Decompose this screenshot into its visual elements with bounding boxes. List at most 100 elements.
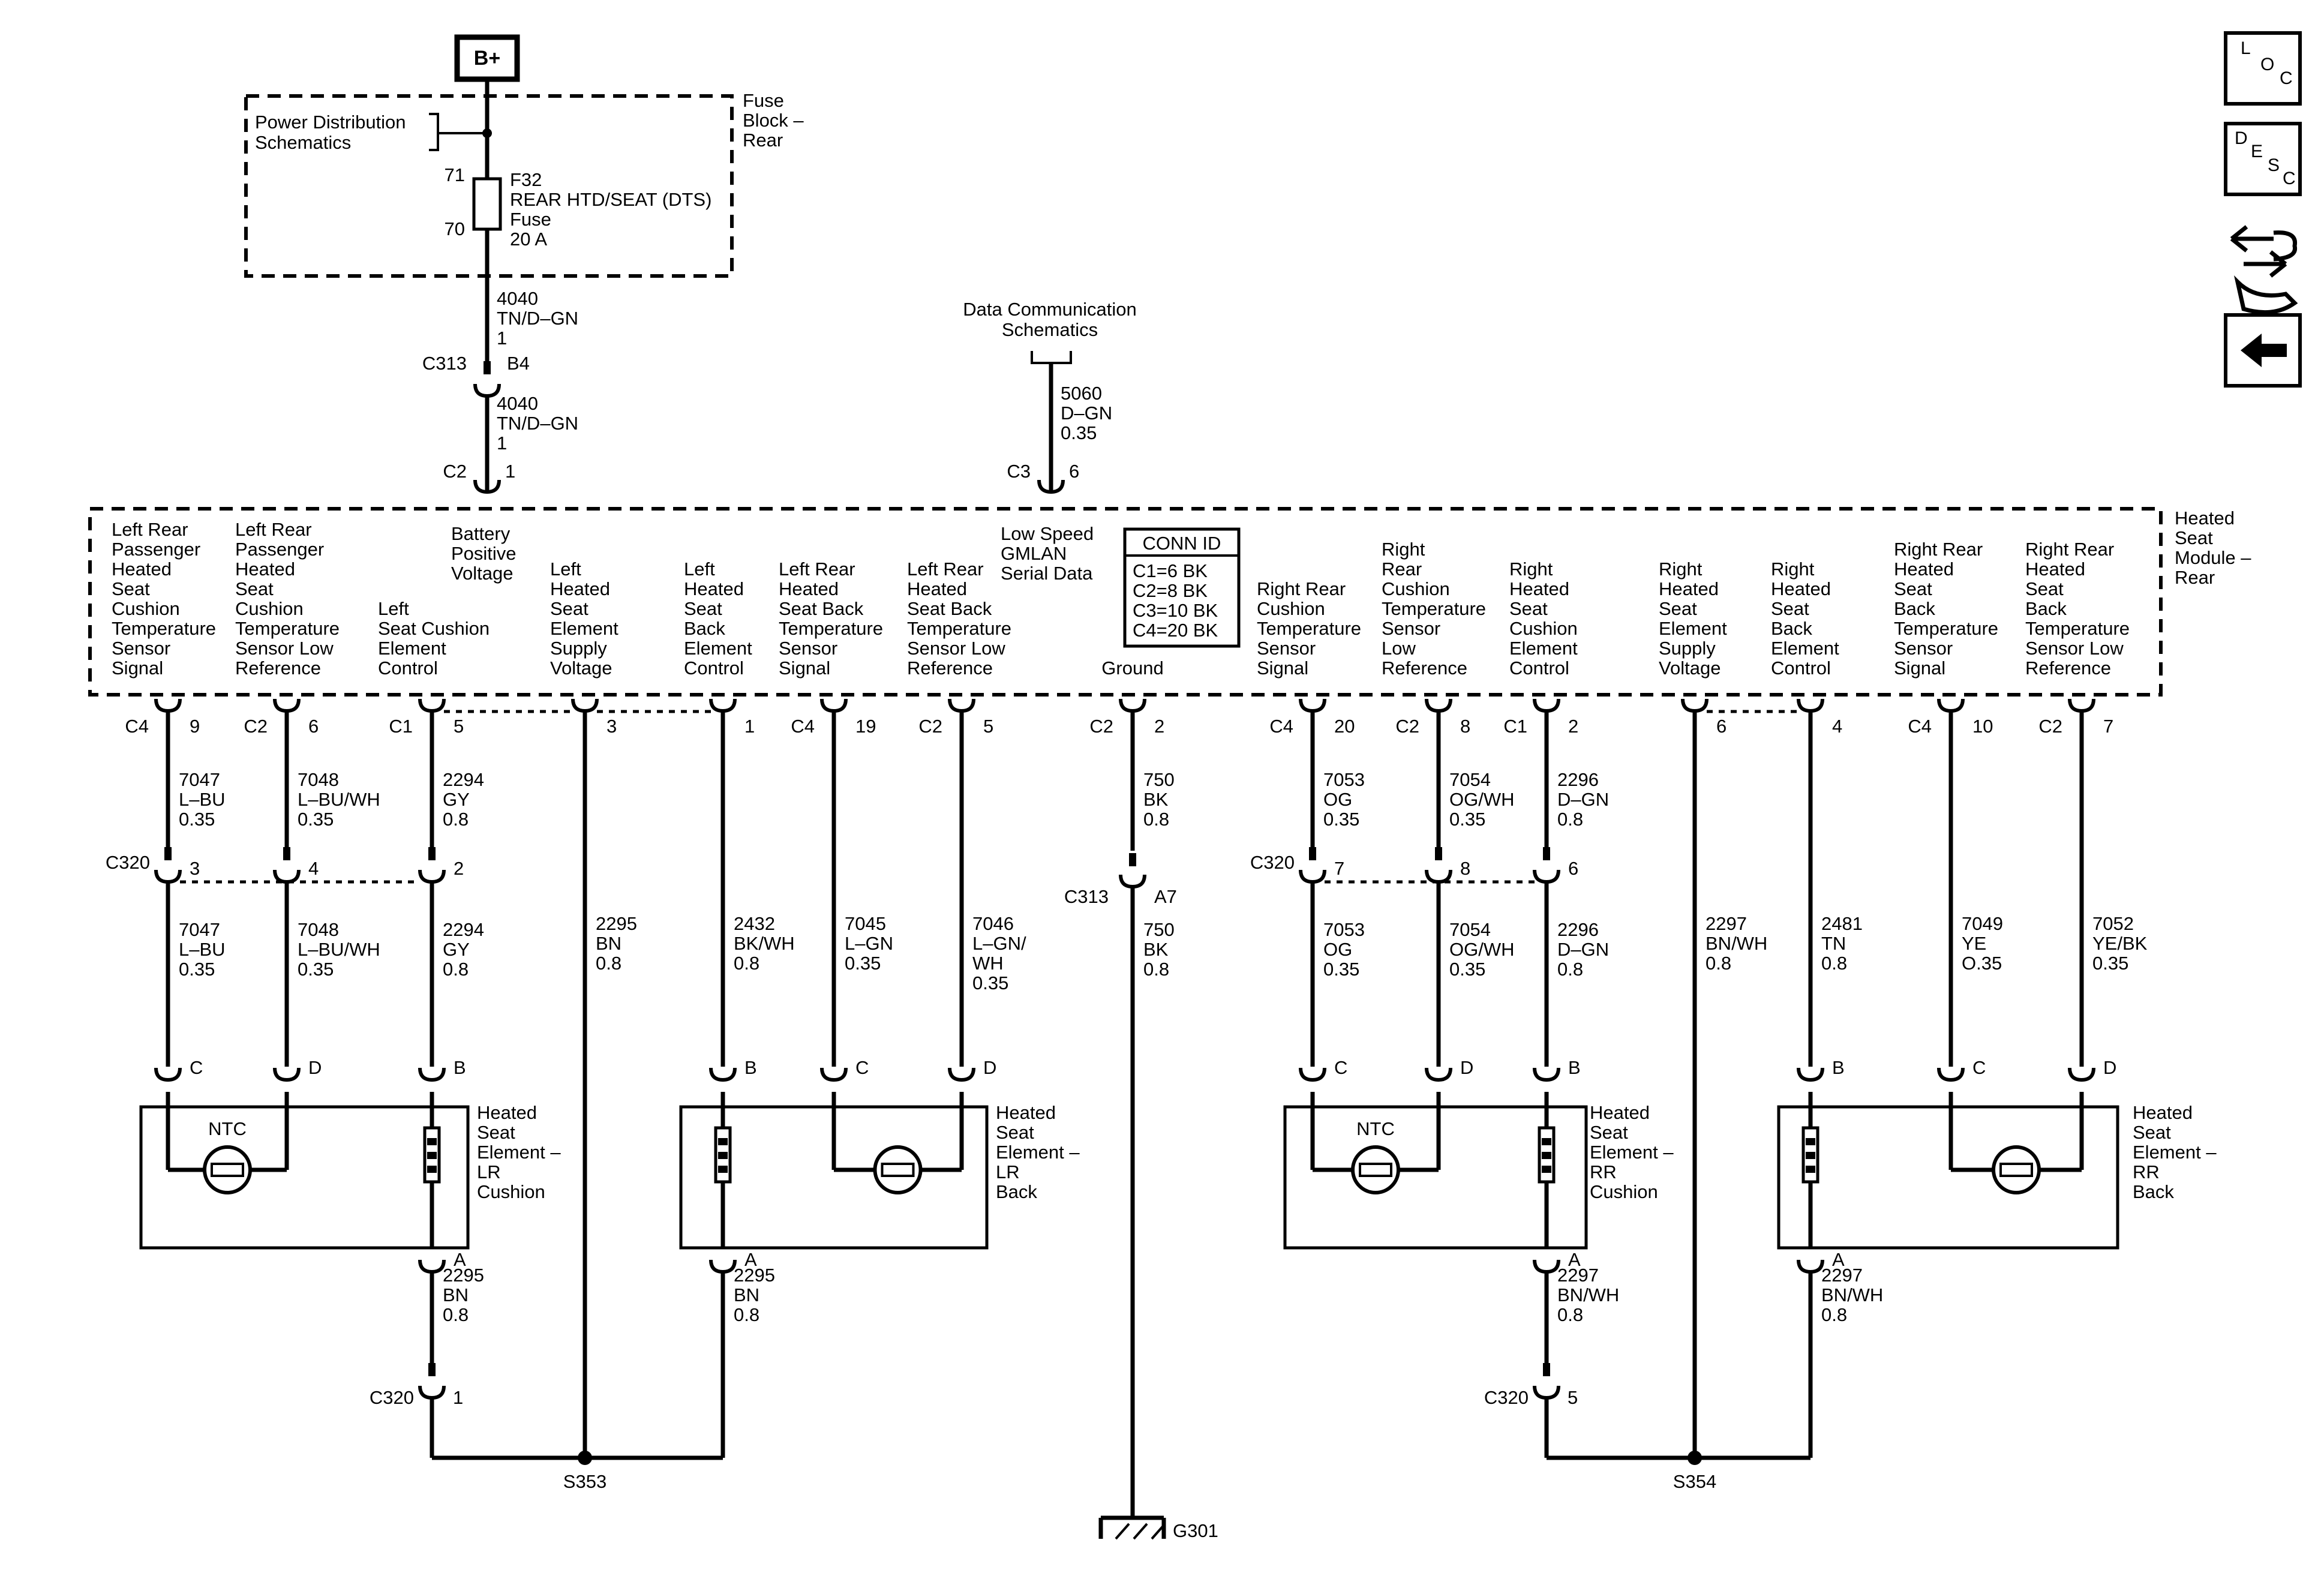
c320-cup-8 (1299, 869, 1326, 884)
wire-label-direct-12: 0.8 (1821, 953, 1847, 974)
circuit-label-9: Rear (1382, 559, 1422, 580)
element-out-wire-label-1: 0.8 (734, 1304, 759, 1325)
conn-id-line: C4=20 BK (1133, 620, 1218, 641)
heated-seat-element-name-2: Cushion (1590, 1181, 1658, 1202)
wire-label-supply-11: 0.8 (1706, 953, 1731, 974)
wire-label-upper-2: 0.8 (443, 809, 469, 830)
heated-seat-element-name-2: Seat (1590, 1122, 1628, 1143)
circuit-label-5: Heated (779, 578, 839, 599)
data-comm-ref: Schematics (1002, 319, 1098, 340)
splice-dot (482, 128, 492, 138)
heater-coil-segment (1542, 1152, 1551, 1159)
element-out-wire-label-0: BN (443, 1284, 469, 1305)
wire-5060-label: D–GN (1061, 403, 1112, 424)
c313-b4-cup (473, 383, 501, 398)
circuit-label-10: Element (1509, 638, 1578, 659)
wire-label-upper-1: 7048 (298, 769, 339, 790)
back-button[interactable] (2224, 313, 2302, 388)
low-speed-gmlan-label: GMLAN (1001, 543, 1067, 564)
circuit-label-0: Passenger (112, 539, 200, 560)
heated-seat-element-name-1: LR (996, 1161, 1020, 1182)
element-terminal-6 (948, 1067, 975, 1082)
heated-seat-module-name: Seat (2175, 527, 2213, 548)
heater-coil-segment (718, 1152, 728, 1159)
wire-label-direct-12: 2481 (1821, 913, 1863, 934)
c3-6-terminal (1037, 479, 1065, 494)
module-pin-3: 3 (606, 716, 617, 737)
module-pin-5: 19 (855, 716, 876, 737)
element-terminal-a-letter-3: A (1832, 1249, 1845, 1270)
wire-label-lower-10: 0.8 (1557, 959, 1583, 980)
circuit-label-12: Heated (1771, 578, 1831, 599)
wire-label-direct-6: 0.35 (972, 972, 1008, 993)
circuit-label-1: Temperature (235, 618, 340, 639)
wire-label-upper-9: OG/WH (1449, 789, 1515, 810)
wire-label-supply-3: BN (596, 933, 621, 954)
heated-seat-element-name-0: Cushion (477, 1181, 545, 1202)
wire-4040-upper-label: TN/D–GN (497, 308, 578, 329)
ground-label: Ground (1101, 658, 1163, 679)
fuse-description: REAR HTD/SEAT (DTS) (510, 189, 711, 210)
wire-label-lower-1: 7048 (298, 919, 339, 940)
heated-seat-element-name-0: Seat (477, 1122, 515, 1143)
element-terminal-13 (1937, 1067, 1965, 1082)
circuit-label-3: Heated (550, 578, 610, 599)
circuit-label-13: Right Rear (1894, 539, 1983, 560)
circuit-label-2: Left (378, 598, 409, 619)
wrench-head (2273, 230, 2298, 262)
module-connector-14: C2 (2038, 716, 2062, 737)
c320-right-label: C320 (1250, 852, 1295, 873)
c320-pin-0 (164, 847, 172, 860)
c320-pin-1 (428, 1363, 436, 1376)
wire-label-upper-8: 0.35 (1323, 809, 1359, 830)
circuit-label-10: Cushion (1509, 618, 1578, 639)
wire-label-lower-9: OG/WH (1449, 939, 1515, 960)
element-out-wire-label-2: 2297 (1557, 1265, 1599, 1286)
circuit-label-2: Element (378, 638, 446, 659)
wire-750-upper-label: 0.8 (1143, 809, 1169, 830)
module-terminal-0 (154, 698, 182, 713)
location-button-frame (2224, 31, 2302, 106)
wire-label-lower-8: 0.35 (1323, 959, 1359, 980)
wire-label-lower-2: GY (443, 939, 470, 960)
wire-label-lower-9: 7054 (1449, 919, 1491, 940)
fuse-block-name: Block – (743, 110, 804, 131)
conn-id-box (1123, 527, 1241, 648)
circuit-label-0: Sensor (112, 638, 170, 659)
wire-label-upper-0: L–BU (179, 789, 226, 810)
connector-tools-icon[interactable] (2233, 275, 2298, 315)
circuit-label-8: Right Rear (1257, 578, 1346, 599)
wire-label-direct-6: L–GN/ (972, 933, 1026, 954)
circuit-label-3: Seat (550, 598, 588, 619)
c320-bottom-left: C320 (370, 1387, 414, 1408)
circuit-label-4: Left (684, 559, 715, 580)
battery-positive-voltage-label: Voltage (451, 563, 513, 584)
circuit-label-4: Seat (684, 598, 722, 619)
c320-bottom-right-pin: 5 (1568, 1387, 1578, 1408)
location-button[interactable]: LOC (2224, 31, 2302, 106)
heated-seat-element-name-3: Element – (2133, 1142, 2217, 1163)
circuit-label-12: Back (1771, 618, 1812, 639)
circuit-label-2: Control (378, 658, 438, 679)
module-connector-c2: C2 (443, 461, 467, 482)
power-distribution-ref: Power Distribution (255, 112, 406, 133)
module-pin-10: 2 (1568, 716, 1578, 737)
thermistor-element-0 (211, 1163, 244, 1177)
circuit-label-9: Right (1382, 539, 1425, 560)
circuit-label-14: Right Rear (2025, 539, 2114, 560)
wire-label-upper-1: 0.35 (298, 809, 334, 830)
fuse-block-outline (244, 94, 734, 278)
wire-label-upper-10: 2296 (1557, 769, 1599, 790)
circuit-label-9: Reference (1382, 658, 1467, 679)
fuse-pin-out: 70 (445, 218, 465, 239)
fuse-block-name: Fuse (743, 90, 784, 111)
circuit-label-6: Sensor Low (907, 638, 1005, 659)
c320-bottom-right: C320 (1484, 1387, 1529, 1408)
circuit-label-3: Element (550, 618, 618, 639)
back-arrow-icon (2241, 334, 2287, 367)
module-pin-2: 5 (454, 716, 464, 737)
circuit-label-1: Cushion (235, 598, 304, 619)
module-pin-0: 9 (190, 716, 200, 737)
module-terminal-5 (820, 698, 848, 713)
